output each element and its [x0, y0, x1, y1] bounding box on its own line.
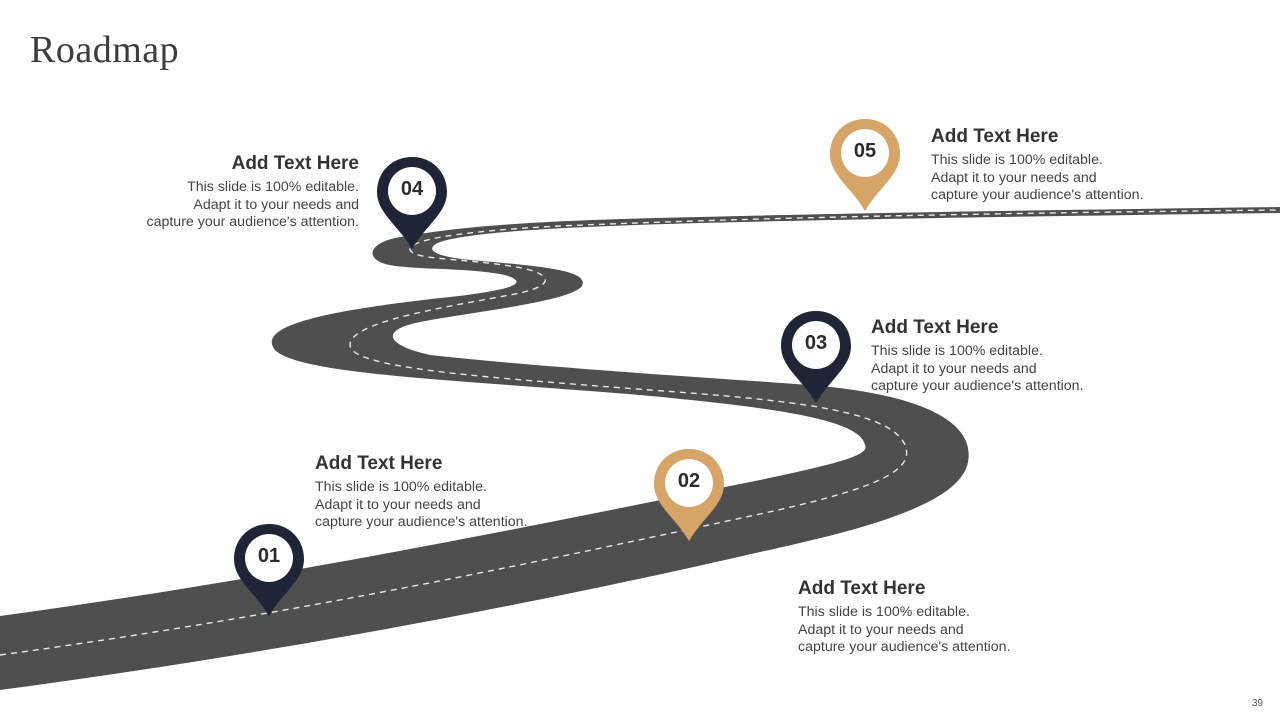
milestone-pin-02[interactable]: 02: [651, 447, 727, 543]
milestone-description: This slide is 100% editable.Adapt it to …: [931, 152, 1144, 204]
milestone-description: This slide is 100% editable.Adapt it to …: [146, 179, 359, 231]
milestone-text-03: Add Text Here This slide is 100% editabl…: [871, 317, 1131, 396]
milestone-number: 05: [853, 140, 877, 162]
milestone-pin-03[interactable]: 03: [778, 309, 854, 405]
milestone-text-01: Add Text Here This slide is 100% editabl…: [315, 453, 575, 532]
milestone-description: This slide is 100% editable.Adapt it to …: [871, 343, 1084, 395]
milestone-description: This slide is 100% editable.Adapt it to …: [315, 479, 528, 531]
milestone-number: 04: [400, 178, 424, 200]
milestone-number: 01: [257, 545, 281, 567]
map-marker-icon: [654, 449, 724, 541]
milestone-heading: Add Text Here: [231, 153, 359, 174]
map-marker-icon: [377, 157, 447, 249]
milestone-heading: Add Text Here: [871, 317, 999, 338]
milestone-pin-01[interactable]: 01: [231, 522, 307, 618]
milestone-text-02: Add Text Here This slide is 100% editabl…: [798, 578, 1058, 657]
milestone-number: 02: [677, 470, 701, 492]
page-title: Roadmap: [30, 29, 180, 71]
road-surface: [0, 207, 1280, 690]
milestone-text-05: Add Text Here This slide is 100% editabl…: [931, 126, 1191, 205]
map-marker-icon: [234, 524, 304, 616]
milestone-description: This slide is 100% editable.Adapt it to …: [798, 604, 1011, 656]
map-marker-icon: [830, 119, 900, 211]
lane-marking: [0, 209, 1280, 656]
milestone-number: 03: [804, 332, 828, 354]
milestone-text-04: Add Text Here This slide is 100% editabl…: [99, 153, 359, 232]
milestone-heading: Add Text Here: [931, 126, 1059, 147]
milestone-pin-05[interactable]: 05: [827, 117, 903, 213]
map-marker-icon: [781, 311, 851, 403]
slide-number: 39: [1251, 698, 1263, 709]
milestone-pin-04[interactable]: 04: [374, 155, 450, 251]
milestone-heading: Add Text Here: [798, 578, 926, 599]
milestone-heading: Add Text Here: [315, 453, 443, 474]
